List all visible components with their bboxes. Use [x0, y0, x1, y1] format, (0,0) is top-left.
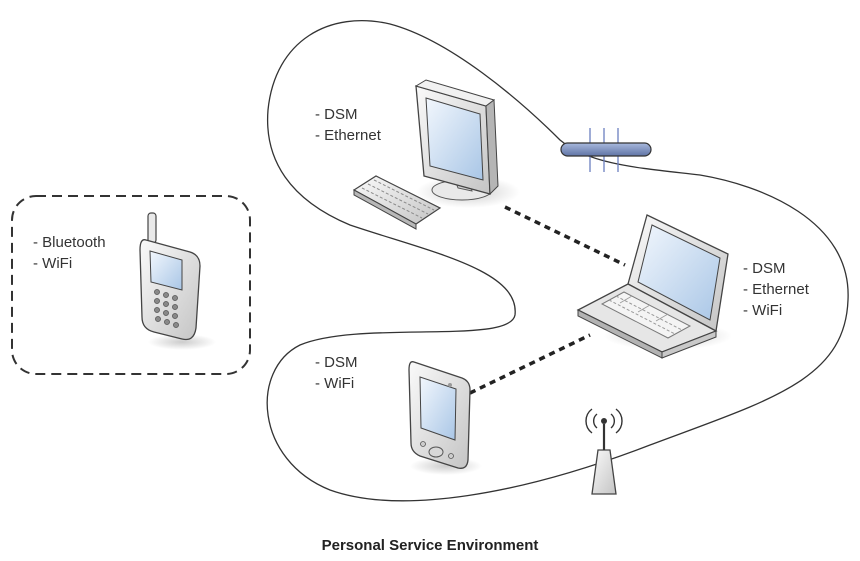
desktop-label-ethernet: - Ethernet	[315, 127, 381, 144]
phone-zone-boundary	[11, 195, 251, 375]
laptop-label-ethernet: - Ethernet	[743, 281, 809, 298]
desktop-label-list: - DSM - Ethernet	[315, 104, 381, 146]
network-hub-icon	[560, 128, 652, 172]
pda-label-list: - DSM - WiFi	[315, 352, 358, 394]
desktop-label-dsm: - DSM	[315, 106, 358, 123]
desktop-laptop-connection	[504, 205, 626, 267]
phone-label-wifi: - WiFi	[33, 255, 73, 272]
pda-label-wifi: - WiFi	[315, 375, 355, 392]
laptop-icon	[576, 214, 732, 359]
laptop-label-list: - DSM - Ethernet - WiFi	[743, 258, 809, 321]
pda-laptop-connection	[469, 333, 591, 395]
phone-label-bluetooth: - Bluetooth	[33, 234, 106, 251]
pda-icon	[408, 361, 482, 475]
wireless-antenna-icon	[585, 408, 623, 495]
pda-label-dsm: - DSM	[315, 354, 358, 371]
desktop-computer-icon	[352, 79, 520, 230]
phone-label-list: - Bluetooth - WiFi	[33, 232, 106, 274]
laptop-label-wifi: - WiFi	[743, 302, 783, 319]
laptop-label-dsm: - DSM	[743, 260, 786, 277]
mobile-phone-icon	[139, 212, 216, 350]
environment-boundary	[266, 20, 849, 502]
diagram-caption: Personal Service Environment	[321, 537, 539, 554]
